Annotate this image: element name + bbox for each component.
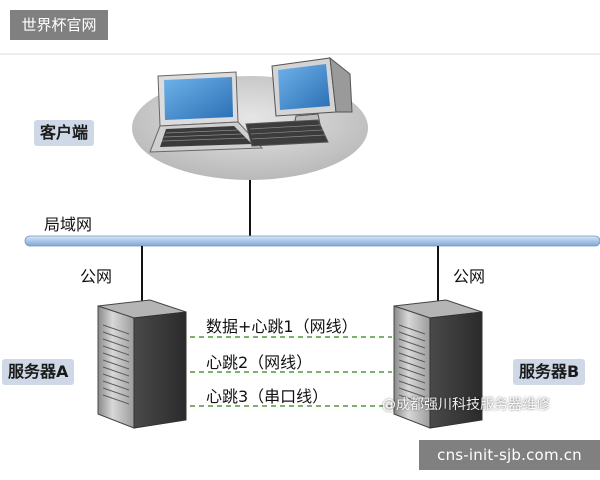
inner-watermark: @成都强川科技服务器维修: [382, 397, 550, 413]
server-b-label: 服务器B: [513, 359, 586, 385]
heartbeat-label-3: 心跳3（串口线）: [206, 387, 329, 406]
lan-label: 局域网: [44, 215, 93, 234]
laptop-icon: [149, 71, 264, 153]
lan-backbone: [24, 235, 600, 247]
client-label: 客户端: [34, 120, 95, 146]
server-b-wan-label: 公网: [453, 267, 486, 286]
server-a-icon: [97, 299, 187, 429]
brand-badge: 世界杯官网: [10, 10, 108, 40]
server-a-label: 服务器A: [2, 359, 75, 385]
heartbeat-label-2: 心跳2（网线）: [206, 353, 313, 372]
desktop-computer-icon: [245, 56, 353, 147]
server-b-icon: [393, 299, 483, 429]
heartbeat-label-1: 数据+心跳1（网线）: [206, 317, 358, 336]
bottom-watermark: cns-init-sjb.com.cn: [419, 440, 600, 470]
server-a-wan-label: 公网: [80, 267, 113, 286]
